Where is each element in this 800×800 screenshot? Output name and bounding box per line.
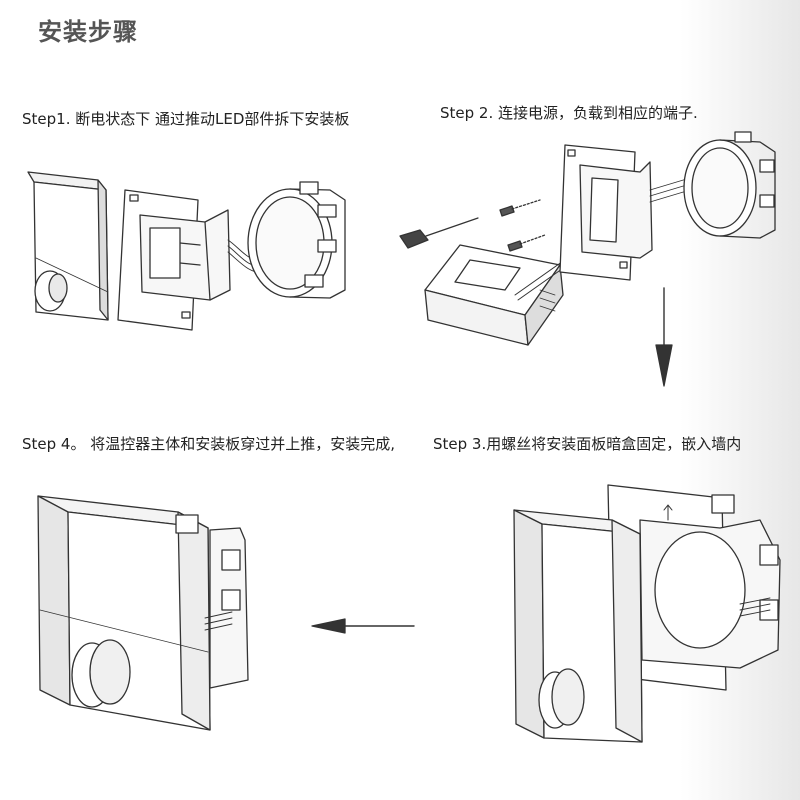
arrow-left-icon: [311, 618, 415, 634]
screwdriver-icon: [399, 217, 479, 249]
step-3-caption: Step 3.用螺丝将安装面板暗盒固定，嵌入墙内: [433, 435, 742, 453]
step-1-caption: Step1. 断电状态下 通过推动LED部件拆下安装板: [22, 110, 350, 128]
mounting-plate: [117, 189, 231, 331]
mounting-plate: [559, 144, 653, 281]
thermostat-panel: [27, 171, 109, 321]
junction-box: [683, 131, 776, 239]
step1-illustration: [27, 171, 346, 331]
step3-illustration: [513, 484, 781, 743]
step-4-caption: Step 4。 将温控器主体和安装板穿过并上推，安装完成,: [22, 435, 396, 453]
arrow-down-icon: [655, 287, 673, 387]
step2-illustration: [399, 131, 776, 346]
junction-box: [247, 181, 346, 299]
step4-illustration: [37, 495, 249, 731]
step-2-caption: Step 2. 连接电源，负载到相应的端子.: [440, 104, 698, 122]
screws: [499, 199, 546, 252]
wires: [649, 177, 691, 203]
page-title: 安装步骤: [38, 18, 138, 46]
